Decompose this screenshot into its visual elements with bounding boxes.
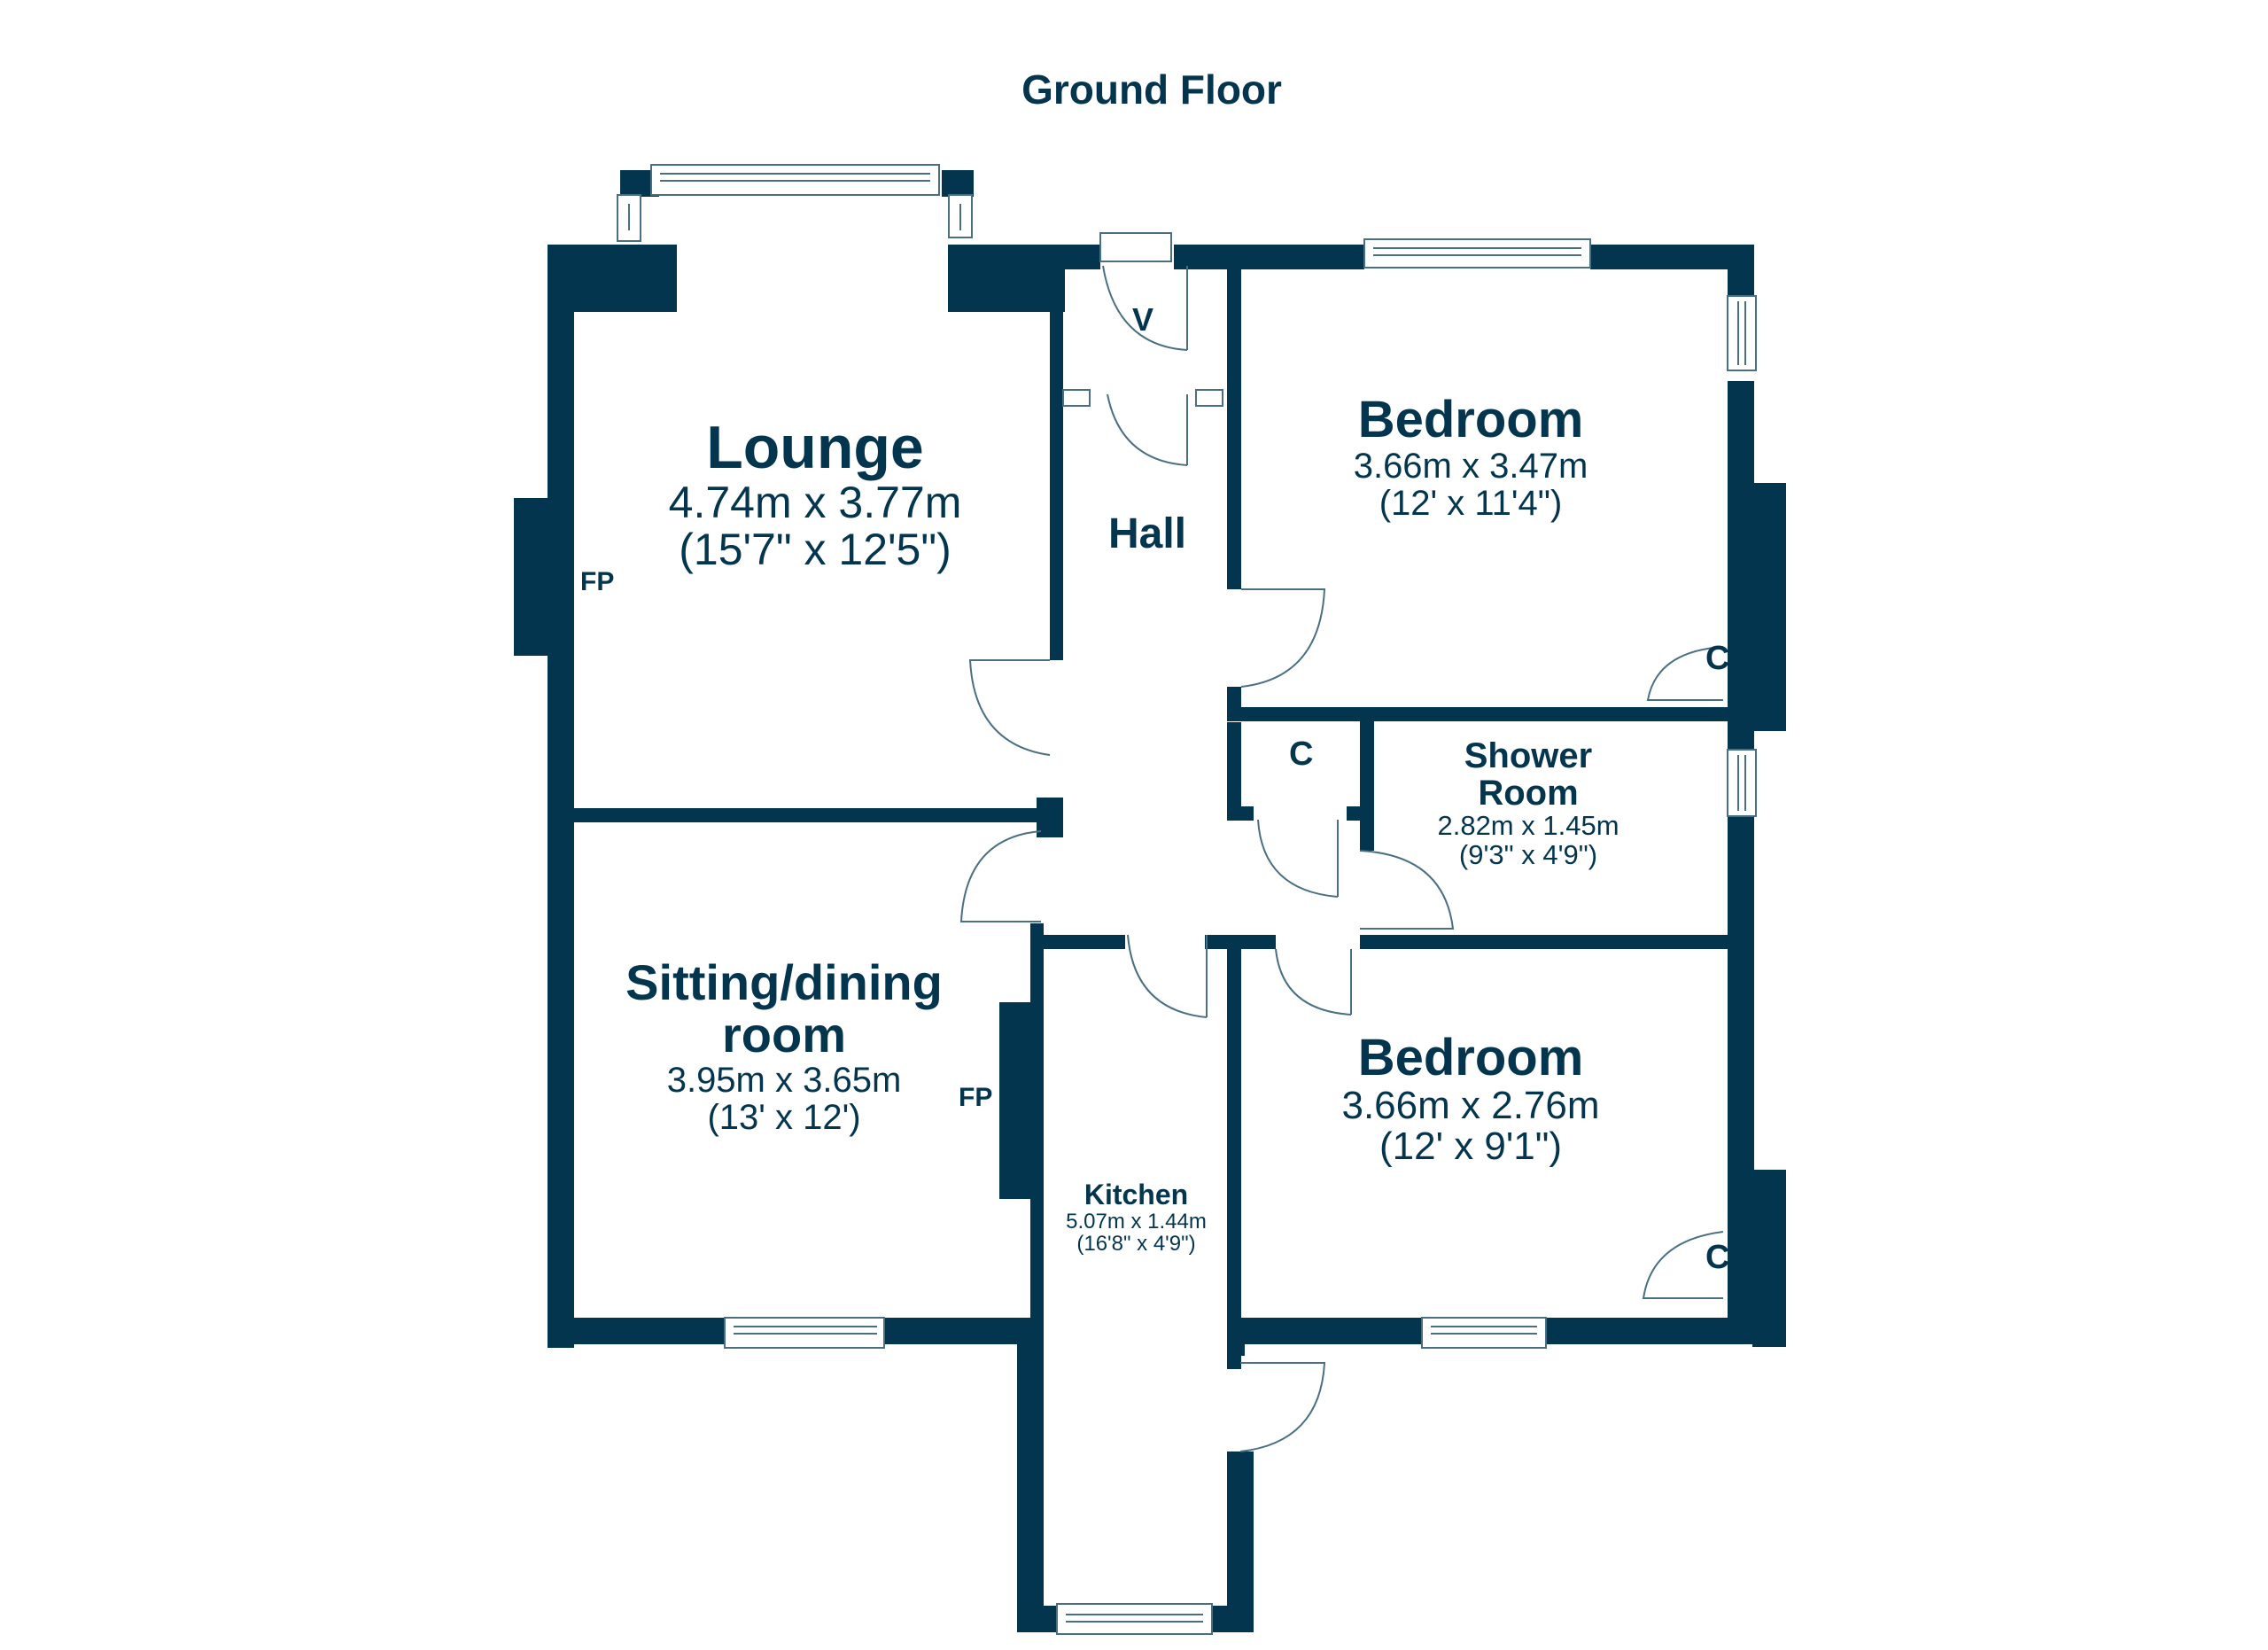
room-name-line1: Sitting/dining [625, 954, 943, 1010]
bedroom1-cupboard-tag: C [1705, 640, 1730, 677]
room-imperial: (12' x 11'4") [1379, 483, 1563, 523]
room-name-line2: Room [1478, 774, 1579, 813]
room-name: Lounge [706, 414, 924, 481]
door-swings [959, 265, 1724, 1452]
room-name: Hall [1107, 510, 1187, 557]
walls [514, 170, 1786, 1632]
room-shower: Shower Room 2.82m x 1.45m (9'3" x 4'9") [1382, 737, 1674, 869]
room-sitting-dining: Sitting/dining room 3.95m x 3.65m (13' x… [576, 954, 992, 1137]
room-name-line1: Shower [1464, 736, 1593, 775]
room-name: Kitchen [1084, 1179, 1189, 1210]
room-kitchen: Kitchen 5.07m x 1.44m (16'8" x 4'9") [1045, 1179, 1227, 1256]
floor-title: Ground Floor [1021, 66, 1282, 113]
room-imperial: (9'3" x 4'9") [1458, 838, 1598, 870]
room-metric: 3.95m x 3.65m [666, 1060, 902, 1100]
room-imperial: (16'8" x 4'9") [1076, 1231, 1196, 1256]
room-imperial: (15'7" x 12'5") [679, 524, 951, 574]
room-metric: 4.74m x 3.77m [668, 478, 962, 528]
room-metric: 3.66m x 3.47m [1353, 446, 1588, 486]
sitting-fireplace-tag: FP [959, 1083, 993, 1112]
room-bedroom-2: Bedroom 3.66m x 2.76m (12' x 9'1") [1276, 1031, 1666, 1167]
windows [617, 164, 1757, 1635]
room-metric: 3.66m x 2.76m [1341, 1083, 1600, 1127]
room-name-line2: room [722, 1006, 846, 1062]
room-metric: 2.82m x 1.45m [1437, 810, 1619, 841]
room-bedroom-1: Bedroom 3.66m x 3.47m (12' x 11'4") [1276, 393, 1666, 522]
bedroom2-cupboard-tag: C [1705, 1239, 1730, 1276]
lounge-fireplace-tag: FP [580, 567, 615, 596]
room-metric: 5.07m x 1.44m [1066, 1209, 1207, 1234]
room-imperial: (13' x 12') [707, 1097, 861, 1137]
room-name: Bedroom [1357, 391, 1584, 448]
vestibule-tag: V [1132, 301, 1154, 338]
room-imperial: (12' x 9'1") [1379, 1125, 1563, 1169]
room-hall: Hall [1081, 510, 1214, 557]
room-lounge: Lounge 4.74m x 3.77m (15'7" x 12'5") [602, 416, 1028, 572]
hall-cupboard-tag: C [1289, 735, 1314, 773]
room-name: Bedroom [1357, 1029, 1584, 1086]
